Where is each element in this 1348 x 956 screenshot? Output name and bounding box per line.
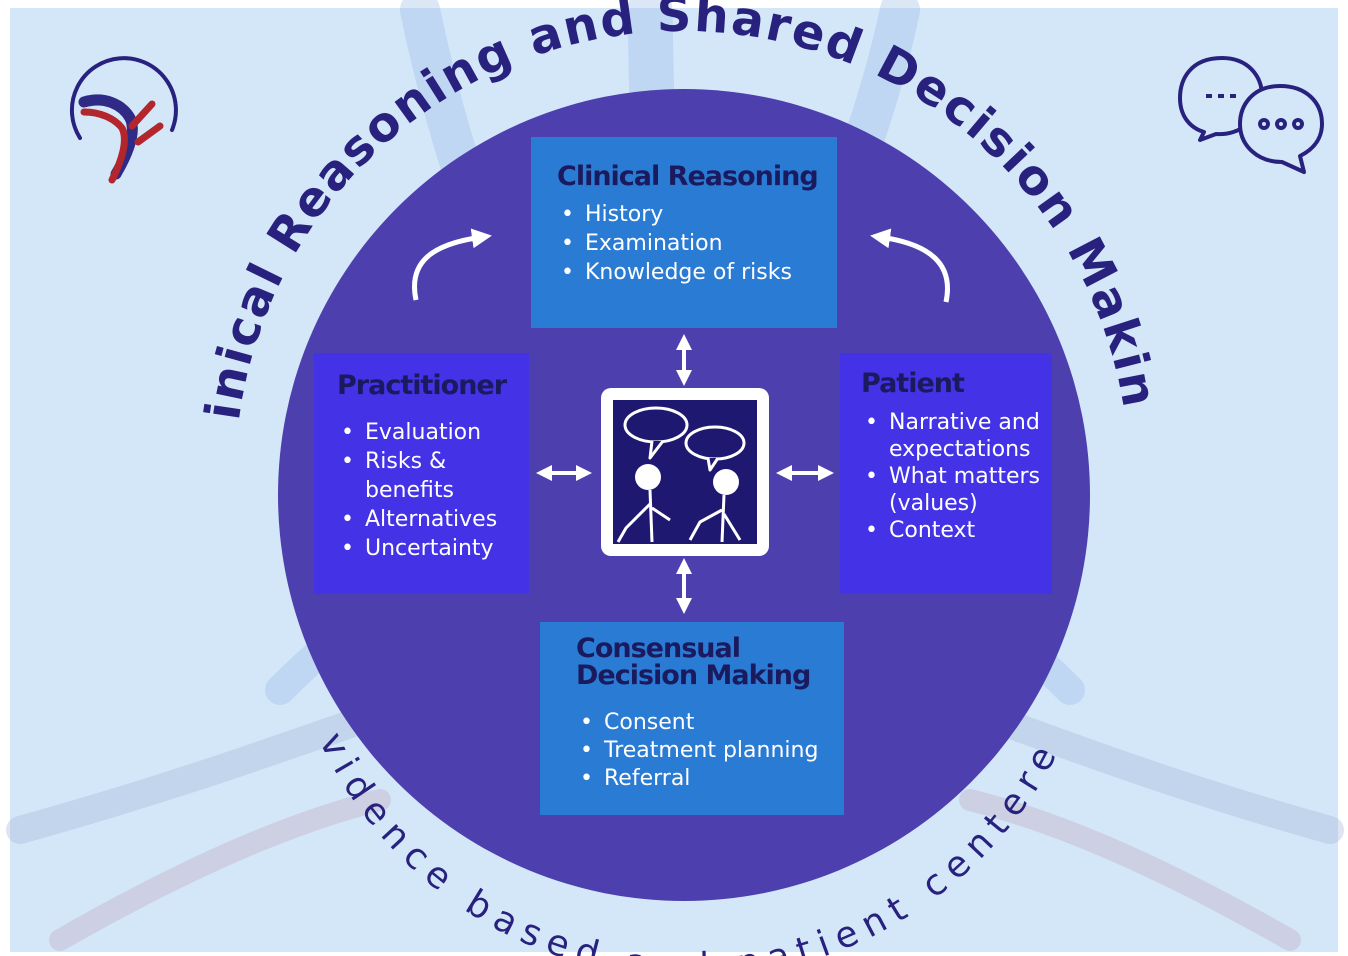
consensual-decision-list: Consent Treatment planning Referral bbox=[576, 709, 844, 793]
title-line: Decision Making bbox=[576, 660, 811, 691]
practitioner-box: Practitioner Evaluation Risks & benefits… bbox=[314, 353, 529, 594]
list-item: Risks & bbox=[337, 447, 529, 476]
list-item: Uncertainty bbox=[337, 534, 529, 563]
patient-title: Patient bbox=[861, 368, 965, 399]
list-item: Evaluation bbox=[337, 418, 529, 447]
list-item: Referral bbox=[576, 765, 844, 793]
list-item-continuation: benefits bbox=[365, 478, 454, 503]
list-item: Consent bbox=[576, 709, 844, 737]
consensual-decision-box: Consensual Decision Making Consent Treat… bbox=[540, 622, 844, 815]
list-item: Context bbox=[861, 517, 1052, 544]
list-item: Treatment planning bbox=[576, 737, 844, 765]
heart-vessel-logo-icon bbox=[69, 56, 178, 184]
chat-bubbles-icon bbox=[1178, 56, 1324, 174]
list-item: What matters bbox=[861, 463, 1052, 490]
list-item: History bbox=[557, 200, 837, 229]
list-item: Knowledge of risks bbox=[557, 258, 837, 287]
curved-arrow-left bbox=[412, 228, 492, 301]
list-item: Narrative and bbox=[861, 409, 1052, 436]
practitioner-list: Evaluation Risks & benefits Alternatives… bbox=[337, 418, 529, 563]
clinical-reasoning-title: Clinical Reasoning bbox=[557, 161, 819, 192]
clinical-reasoning-box: Clinical Reasoning History Examination K… bbox=[531, 137, 837, 328]
practitioner-title: Practitioner bbox=[337, 370, 507, 401]
list-item: Examination bbox=[557, 229, 837, 258]
consensual-decision-title: Consensual Decision Making bbox=[576, 635, 844, 689]
curved-arrow-right bbox=[870, 228, 950, 303]
clinical-reasoning-list: History Examination Knowledge of risks bbox=[557, 200, 837, 287]
list-item-continuation: expectations bbox=[889, 437, 1031, 462]
title-line: Consensual bbox=[576, 633, 741, 664]
list-item-continuation: (values) bbox=[889, 491, 978, 516]
list-item: Alternatives bbox=[337, 505, 529, 534]
patient-list: Narrative and expectations What matters … bbox=[861, 409, 1052, 544]
two-people-conversation-icon bbox=[601, 388, 769, 556]
patient-box: Patient Narrative and expectations What … bbox=[840, 353, 1052, 594]
